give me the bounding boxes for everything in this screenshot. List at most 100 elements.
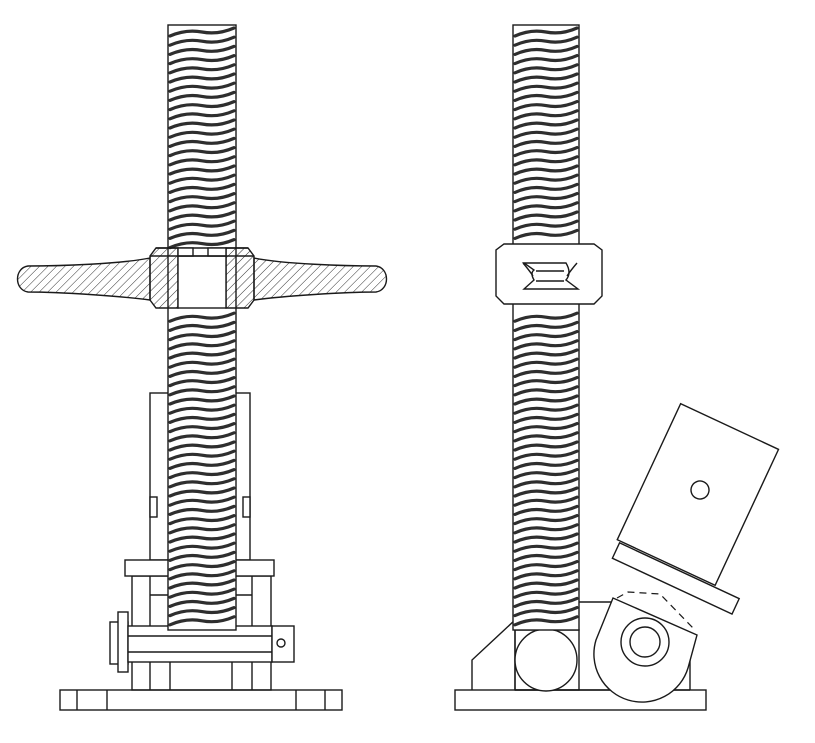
thread-crest xyxy=(513,587,579,599)
thread-crest xyxy=(168,477,236,489)
lug-collar xyxy=(611,541,741,615)
thread-crest xyxy=(168,26,236,38)
hub-section-left xyxy=(149,247,179,309)
handle-arm-left xyxy=(16,257,151,301)
thread-crest xyxy=(513,320,579,332)
thread-crest xyxy=(168,615,236,627)
thread-crest xyxy=(513,477,579,489)
thread-crest xyxy=(513,44,579,56)
thread-crest xyxy=(513,514,579,526)
thread-crest xyxy=(168,44,236,56)
thread-crest xyxy=(168,118,236,130)
thread-crest xyxy=(168,422,236,434)
thread-crest xyxy=(513,173,579,185)
roller xyxy=(514,628,580,692)
thread-crest xyxy=(513,412,579,424)
thread-crest xyxy=(513,311,579,323)
thread-crest xyxy=(168,514,236,526)
thread-crest xyxy=(168,201,236,213)
thread-crest xyxy=(168,403,236,415)
thread-crest xyxy=(168,440,236,452)
thread-crest xyxy=(168,146,236,158)
side-view xyxy=(454,24,780,711)
thread-crest xyxy=(168,155,236,167)
thread-crest xyxy=(513,26,579,38)
thread-crest xyxy=(168,394,236,406)
thread-crest xyxy=(513,468,579,480)
thread-crest xyxy=(168,228,236,240)
thread-crest xyxy=(168,431,236,443)
threaded-spindle-front xyxy=(167,24,237,631)
thread-crest xyxy=(513,210,579,222)
thread-crest xyxy=(168,486,236,498)
thread-crest xyxy=(168,311,236,323)
thread-crest xyxy=(168,550,236,562)
thread-crest xyxy=(513,81,579,93)
thread-crest xyxy=(513,357,579,369)
thread-crest xyxy=(513,100,579,112)
thread-crest xyxy=(513,63,579,75)
thread-crest xyxy=(513,504,579,516)
thread-crest xyxy=(168,339,236,351)
thread-crest xyxy=(513,532,579,544)
thread-crest xyxy=(513,201,579,213)
thread-crest xyxy=(168,182,236,194)
thread-crest xyxy=(168,578,236,590)
thread-crest xyxy=(513,155,579,167)
thread-crest xyxy=(513,458,579,470)
thread-crest xyxy=(168,504,236,516)
thread-crest xyxy=(168,587,236,599)
thread-crest xyxy=(513,219,579,231)
thread-crest xyxy=(168,35,236,47)
thread-crest xyxy=(168,348,236,360)
thread-crest xyxy=(168,412,236,424)
thread-crest xyxy=(513,182,579,194)
thread-crest xyxy=(168,449,236,461)
thread-crest xyxy=(168,357,236,369)
thread-crest xyxy=(168,219,236,231)
thread-crest xyxy=(513,146,579,158)
thread-crest xyxy=(513,72,579,84)
front-view xyxy=(16,24,388,711)
thread-crest xyxy=(513,569,579,581)
thread-crest xyxy=(513,431,579,443)
thread-crest xyxy=(513,394,579,406)
thread-crest xyxy=(168,523,236,535)
thread-crest xyxy=(513,330,579,342)
block-nut xyxy=(495,243,603,305)
thread-crest xyxy=(168,458,236,470)
thread-crest xyxy=(513,385,579,397)
threaded-spindle-side xyxy=(512,24,580,631)
thread-crest xyxy=(168,560,236,572)
thread-crest xyxy=(513,127,579,139)
thread-crest xyxy=(168,320,236,332)
thread-crest xyxy=(168,606,236,618)
thread-crest xyxy=(168,569,236,581)
thread-crest xyxy=(513,118,579,130)
thread-crest xyxy=(513,560,579,572)
thread-crest xyxy=(168,192,236,204)
thread-crest xyxy=(513,339,579,351)
thread-crest xyxy=(168,495,236,507)
thread-crest xyxy=(513,440,579,452)
thread-crest xyxy=(513,550,579,562)
thread-crest xyxy=(513,376,579,388)
thread-crest xyxy=(168,81,236,93)
thread-crest xyxy=(168,54,236,66)
thread-crest xyxy=(168,210,236,222)
thread-crest xyxy=(168,164,236,176)
thread-crest xyxy=(168,376,236,388)
thread-crest xyxy=(513,192,579,204)
thread-crest xyxy=(513,90,579,102)
thread-crest xyxy=(513,596,579,608)
thread-crest xyxy=(168,136,236,148)
thread-crest xyxy=(513,164,579,176)
thread-crest xyxy=(168,366,236,378)
wing-nut-handle xyxy=(16,247,388,309)
handle-arm-right xyxy=(253,257,388,301)
thread-crest xyxy=(168,127,236,139)
thread-crest xyxy=(513,54,579,66)
thread-crest xyxy=(168,238,236,250)
thread-crest xyxy=(168,596,236,608)
